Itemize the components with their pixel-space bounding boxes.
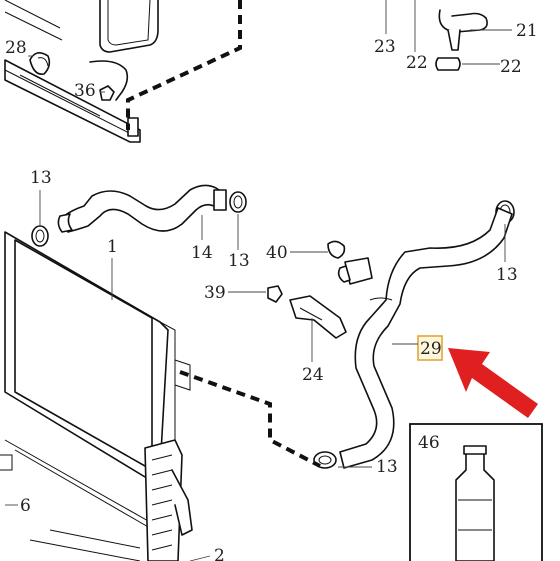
callout-29: 29	[420, 339, 442, 359]
callout-22-right: 22	[500, 57, 522, 77]
callout-23: 23	[374, 37, 396, 57]
callout-13-bottom: 13	[376, 457, 398, 477]
callout-46: 46	[418, 433, 440, 453]
callout-1: 1	[107, 237, 118, 257]
callout-21: 21	[516, 21, 538, 41]
fan-shroud	[29, 439, 193, 561]
callout-2: 2	[214, 546, 225, 561]
coolant-panel	[409, 423, 543, 561]
highlight-box-29	[417, 335, 443, 361]
bracket-parts	[267, 240, 347, 339]
callout-22-top: 22	[406, 53, 428, 73]
callout-40: 40	[266, 243, 288, 263]
callout-13-left: 13	[30, 168, 52, 188]
highlight-arrow	[448, 348, 538, 418]
callout-24: 24	[302, 365, 324, 385]
connection-lines	[179, 370, 321, 468]
lower-hose	[337, 207, 513, 469]
callout-6: 6	[20, 496, 31, 516]
callout-13-center: 13	[228, 251, 250, 271]
callout-39: 39	[204, 283, 226, 303]
callout-13-right: 13	[496, 265, 518, 285]
radiator	[0, 231, 191, 561]
upper-hose	[57, 184, 227, 233]
bleed-hose-parts	[385, 0, 512, 71]
frame-rail-assembly	[4, 0, 242, 143]
callout-labels: 28 36 23 22 22 21 13 1 14 13 40 13 39 24…	[5, 21, 538, 561]
callout-14: 14	[191, 243, 213, 263]
callout-36: 36	[74, 81, 96, 101]
leader-lines	[5, 55, 506, 561]
callout-28: 28	[5, 38, 27, 58]
